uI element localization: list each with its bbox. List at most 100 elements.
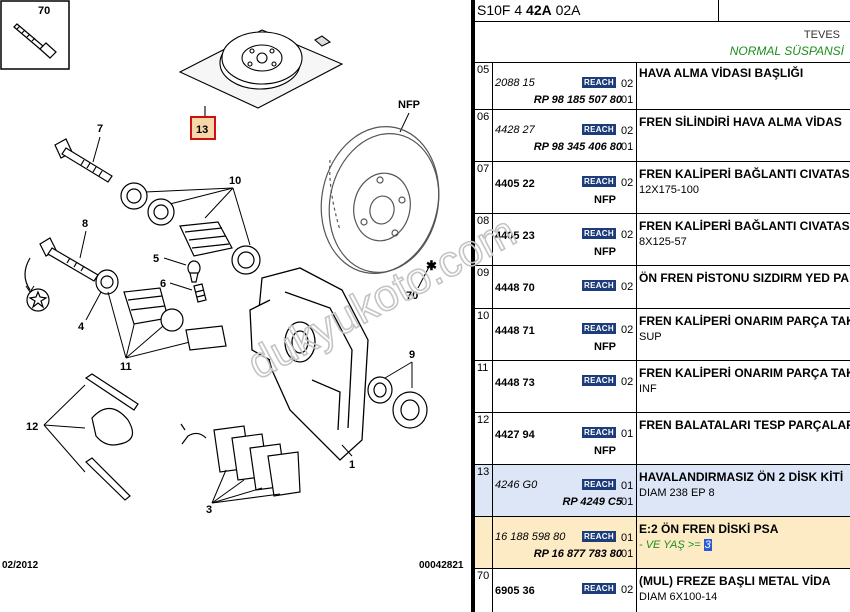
quantity: 01 xyxy=(621,532,634,544)
quantity: 02 xyxy=(621,125,634,137)
part-reference[interactable]: 4405 22 xyxy=(495,178,535,190)
reach-badge: REACH xyxy=(582,583,616,594)
column-divider xyxy=(636,413,637,464)
nfp-flag: NFP xyxy=(594,445,616,457)
reach-badge: REACH xyxy=(582,124,616,135)
label-4: 4 xyxy=(78,321,85,333)
quantity-secondary: 01 xyxy=(621,94,634,106)
quantity: 02 xyxy=(621,324,634,336)
row-index: 13 xyxy=(475,465,493,516)
row-index: 11 xyxy=(475,361,493,412)
exploded-diagram: 70 13 NFP 70 ✱ 7 10 xyxy=(0,0,464,571)
column-divider xyxy=(636,214,637,265)
callout-13 xyxy=(190,116,216,140)
cap-5-drawing xyxy=(187,260,201,283)
row-index: 70 xyxy=(475,569,493,612)
part-reference[interactable]: 4448 70 xyxy=(495,282,535,294)
pads-3-drawing xyxy=(180,423,301,497)
replacement-reference[interactable]: RP 98 345 406 80 xyxy=(533,141,622,153)
row-index: 09 xyxy=(475,266,493,308)
reach-badge: REACH xyxy=(582,77,616,88)
label-12: 12 xyxy=(26,421,38,433)
nfp-flag: NFP xyxy=(594,246,616,258)
part-spec: 8X125-57 xyxy=(639,236,687,248)
quantity-secondary: 01 xyxy=(621,141,634,153)
label-70: 70 xyxy=(406,290,418,302)
row-index: 08 xyxy=(475,214,493,265)
cross-mark: ✱ xyxy=(426,258,437,273)
part-reference[interactable]: 4428 27 xyxy=(495,124,535,136)
seals-9-drawing xyxy=(367,376,428,429)
part-reference[interactable]: 4448 71 xyxy=(495,325,535,337)
reach-badge: REACH xyxy=(582,531,616,542)
part-description: FREN BALATALARI TESP PARÇALARI xyxy=(639,418,850,432)
label-10: 10 xyxy=(229,175,241,187)
replacement-reference[interactable]: RP 4249 C5 xyxy=(562,496,622,508)
selected-value[interactable]: 3 xyxy=(703,539,712,551)
part-spec: 12X175-100 xyxy=(639,184,699,196)
quantity: 01 xyxy=(621,428,634,440)
bolt-7-drawing xyxy=(54,138,113,183)
panel-divider xyxy=(471,0,475,612)
label-1: 1 xyxy=(349,459,355,471)
replacement-reference[interactable]: RP 16 877 783 80 xyxy=(533,548,622,560)
part-condition: - VE YAŞ >= 3 xyxy=(639,539,712,551)
quantity: 02 xyxy=(621,229,634,241)
springs-12-drawing xyxy=(84,373,139,501)
part-reference[interactable]: 4448 73 xyxy=(495,377,535,389)
bleed-screw-6-drawing xyxy=(193,283,207,303)
table-header: S10F 4 42A 02A xyxy=(475,0,850,22)
label-nfp: NFP xyxy=(398,99,420,111)
part-reference[interactable]: 2088 15 xyxy=(495,77,535,89)
brake-rotor-drawing xyxy=(320,126,440,274)
label-13: 13 xyxy=(196,124,208,136)
part-spec: DIAM 238 EP 8 xyxy=(639,487,715,499)
row-index: 06 xyxy=(475,110,493,161)
part-reference[interactable]: 16 188 598 80 xyxy=(495,531,566,543)
row-index: 10 xyxy=(475,309,493,360)
quantity-secondary: 01 xyxy=(621,548,634,560)
column-divider xyxy=(636,110,637,161)
reach-badge: REACH xyxy=(582,280,616,291)
replacement-reference[interactable]: RP 98 185 507 80 xyxy=(533,94,622,106)
part-reference[interactable]: 6905 36 xyxy=(495,585,535,597)
part-description: HAVA ALMA VİDASI BAŞLIĞI xyxy=(639,66,804,80)
row-index xyxy=(475,517,493,568)
part-description: FREN KALİPERİ ONARIM PARÇA TAK xyxy=(639,366,850,380)
quantity: 02 xyxy=(621,78,634,90)
column-divider xyxy=(636,266,637,308)
row-index: 12 xyxy=(475,413,493,464)
boots-10-drawing xyxy=(120,182,261,275)
torx-icon xyxy=(26,288,50,312)
part-description: ÖN FREN PİSTONU SIZDIRM YED PA xyxy=(639,271,850,285)
catalog-code: S10F 4 42A 02A xyxy=(477,2,581,18)
label-6: 6 xyxy=(160,278,166,290)
part-spec: DIAM 6X100-14 xyxy=(639,591,718,603)
nfp-flag: NFP xyxy=(594,341,616,353)
disc-kit-drawing xyxy=(178,29,344,109)
part-description: FREN SİLİNDİRİ HAVA ALMA VİDAS xyxy=(639,115,842,129)
column-divider xyxy=(636,517,637,568)
quantity: 02 xyxy=(621,177,634,189)
reach-badge: REACH xyxy=(582,176,616,187)
quantity: 02 xyxy=(621,281,634,293)
caliper-drawing xyxy=(249,267,369,461)
part-spec: INF xyxy=(639,383,657,395)
quantity: 02 xyxy=(621,376,634,388)
part-reference[interactable]: 4246 G0 xyxy=(495,479,538,491)
reach-badge: REACH xyxy=(582,427,616,438)
part-reference[interactable]: 4405 23 xyxy=(495,230,535,242)
part-reference[interactable]: 4427 94 xyxy=(495,429,535,441)
